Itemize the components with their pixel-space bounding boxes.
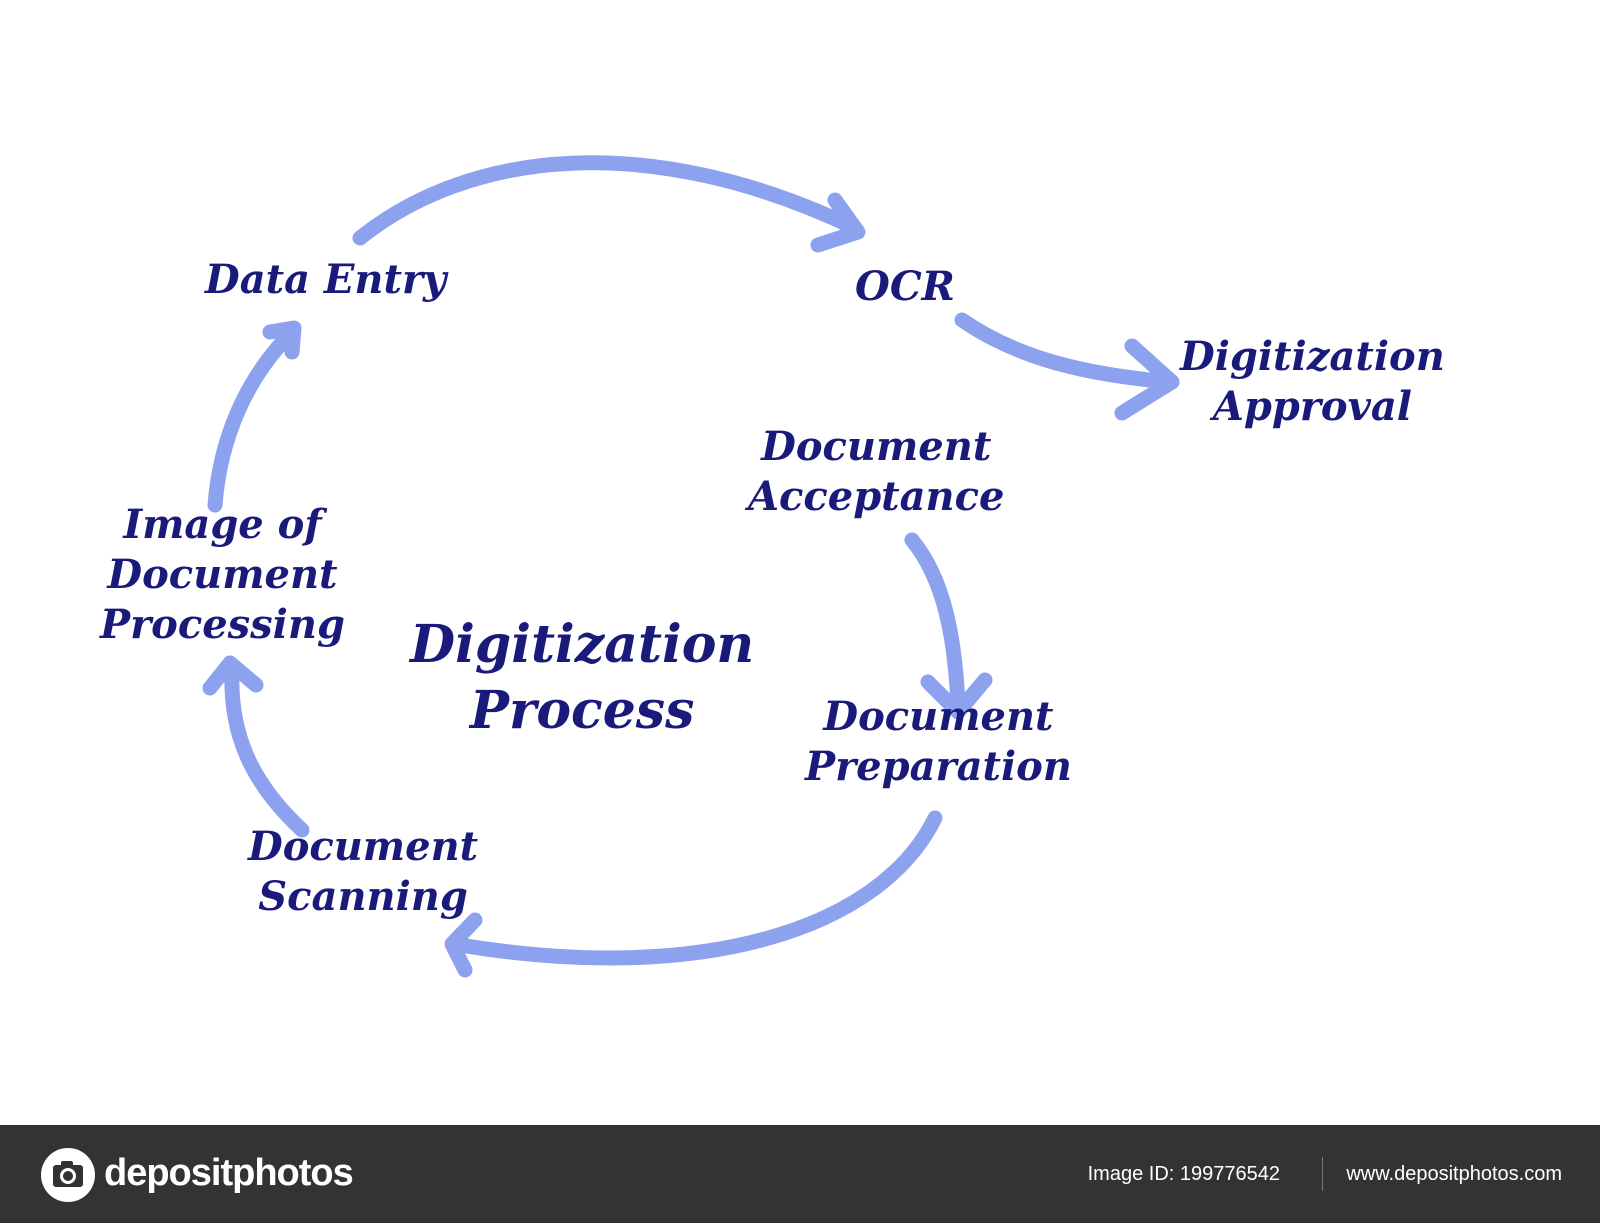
arrowhead-approval [1114, 338, 1180, 421]
arrow-ocr-to-approval [954, 312, 1178, 390]
diagram-title: Digitization Process [410, 612, 754, 744]
arrowhead-scanning [444, 912, 483, 978]
arrow-data-entry-to-ocr [352, 155, 863, 246]
footer-url[interactable]: www.depositphotos.com [1346, 1163, 1562, 1185]
node-image-processing-line1: Image of [123, 501, 322, 548]
arrow-scanning-to-image [224, 664, 310, 838]
arrows-layer [202, 155, 1180, 978]
node-document-preparation-line2: Preparation [805, 743, 1072, 790]
arrow-acceptance-to-preparation [904, 532, 966, 713]
node-document-acceptance-line2: Acceptance [748, 473, 1005, 520]
node-data-entry: Data Entry [205, 255, 446, 305]
node-data-entry-label: Data Entry [205, 256, 447, 303]
node-digitization-approval: Digitization Approval [1180, 332, 1445, 432]
node-document-preparation: Document Preparation [805, 692, 1072, 792]
arrowhead-ocr [810, 192, 866, 253]
node-image-of-document-processing: Image of Document Processing [100, 500, 345, 650]
node-document-preparation-line1: Document [823, 693, 1054, 740]
node-document-acceptance: Document Acceptance [748, 422, 1004, 522]
node-ocr: OCR [855, 262, 955, 312]
footer-image-id: Image ID: 199776542 [1087, 1163, 1280, 1185]
arrowhead-preparation [920, 672, 993, 720]
diagram-title-line2: Process [469, 680, 695, 741]
node-document-scanning-line1: Document [248, 823, 479, 870]
node-document-acceptance-line1: Document [761, 423, 992, 470]
arrowhead-image [202, 655, 264, 696]
diagram-title-line1: Digitization [410, 614, 755, 675]
footer-divider [1322, 1157, 1323, 1191]
arrow-preparation-to-scanning [452, 810, 943, 966]
node-digitization-approval-line2: Approval [1212, 383, 1412, 430]
node-image-processing-line2: Document [107, 551, 338, 598]
node-image-processing-line3: Processing [100, 601, 345, 648]
arrowhead-data-entry [262, 320, 302, 360]
arrow-image-to-data-entry [207, 326, 298, 513]
footer-brand[interactable]: depositphotos [104, 1152, 354, 1194]
node-document-scanning-line2: Scanning [258, 873, 468, 920]
node-document-scanning: Document Scanning [248, 822, 478, 922]
node-digitization-approval-line1: Digitization [1180, 333, 1445, 380]
footer-bar: depositphotos Image ID: 199776542 www.de… [0, 1125, 1600, 1223]
node-ocr-label: OCR [855, 263, 955, 310]
camera-icon [41, 1148, 95, 1202]
